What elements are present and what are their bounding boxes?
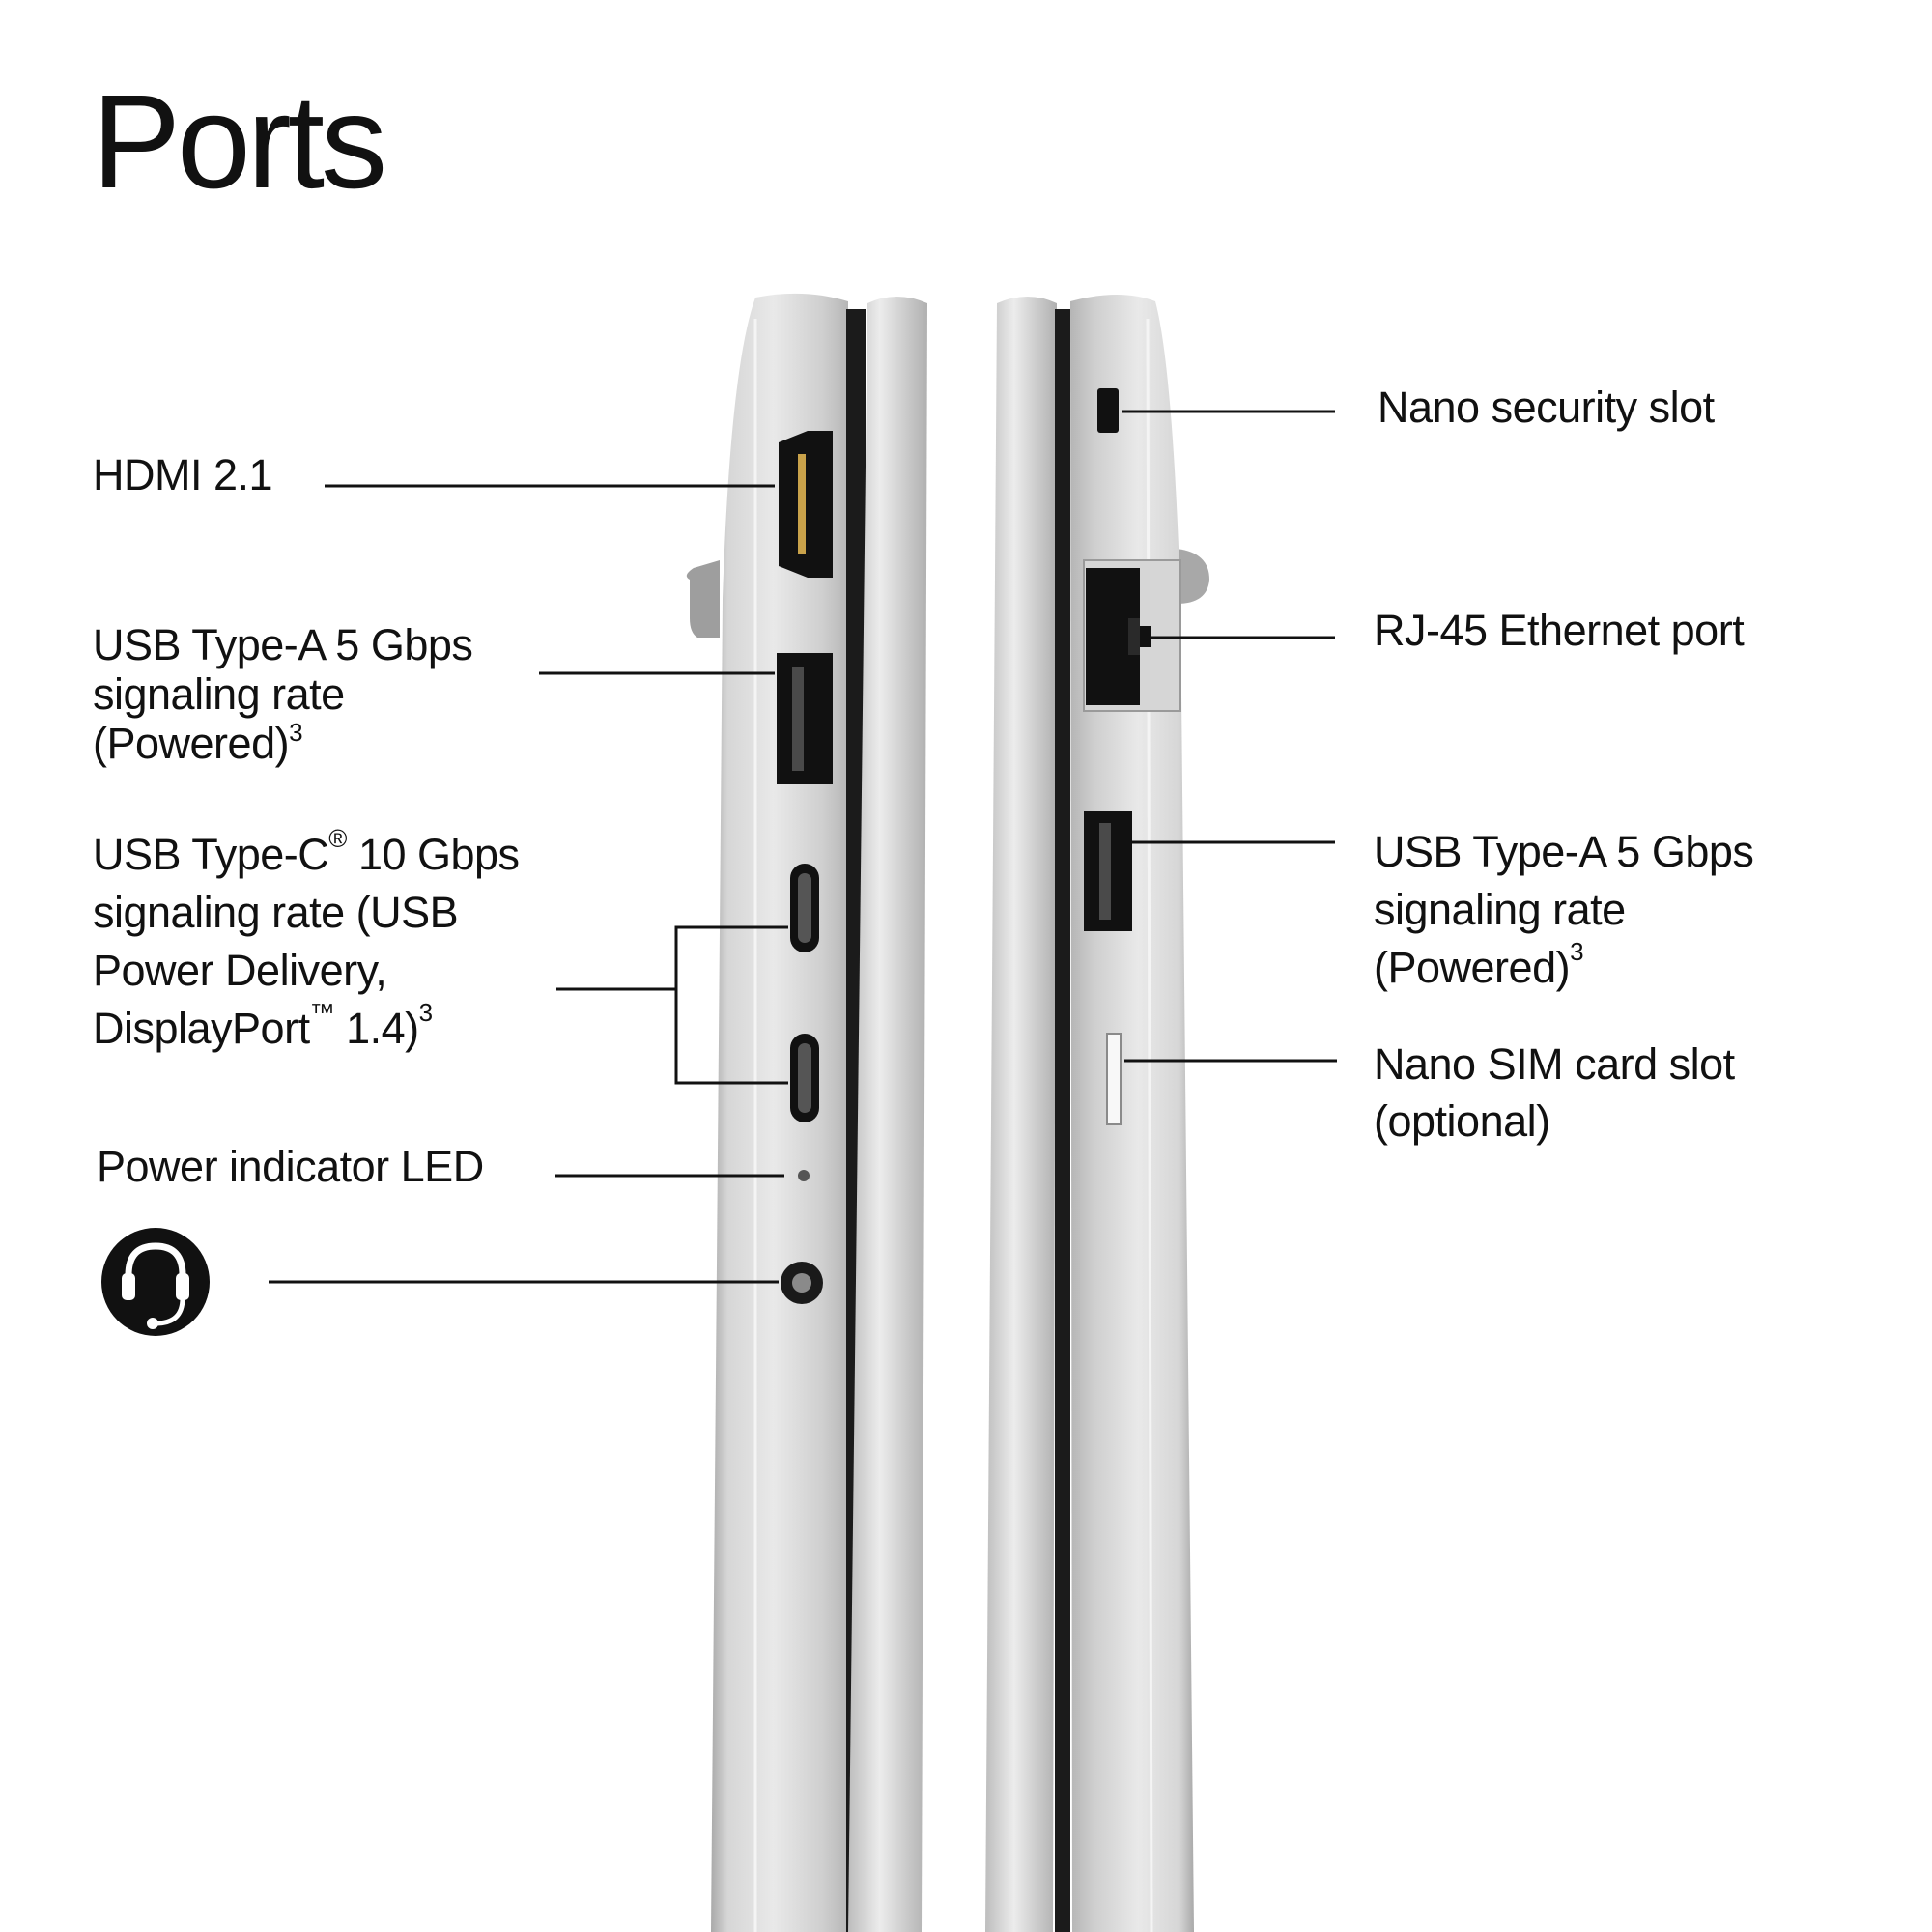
headset-icon [101, 1228, 210, 1336]
right-gap [1055, 309, 1070, 1932]
left-usb-a-port-icon [777, 653, 833, 784]
right-hinge-foot [1177, 549, 1209, 604]
usb-c-version: 1.4) [334, 1003, 419, 1053]
ethernet-port-icon [1083, 559, 1181, 712]
right-usb-a-label-line-3: (Powered) [1374, 942, 1571, 992]
usb-c-speed: 10 Gbps [346, 830, 520, 879]
power-led-label: Power indicator LED [97, 1142, 484, 1192]
left-usb-a-label-line-2: signaling rate [93, 668, 345, 719]
trademark-mark: ™ [309, 997, 335, 1027]
footnote-marker: 3 [1570, 936, 1584, 966]
hdmi-port-icon [779, 431, 833, 578]
page-title: Ports [92, 68, 387, 216]
sim-slot-label: Nano SIM card slot (optional) [1374, 1037, 1735, 1150]
hdmi-label-text: HDMI 2.1 [93, 450, 273, 499]
usb-c-label-line-2: signaling rate (USB [93, 887, 459, 937]
usb-c-bracket [674, 925, 788, 1085]
left-usb-a-label: USB Type-A 5 Gbps signaling rate (Powere… [93, 620, 473, 769]
security-slot-label-text: Nano security slot [1378, 383, 1715, 432]
usb-c-port-2-tongue [798, 1043, 811, 1113]
hdmi-label: HDMI 2.1 [93, 450, 273, 500]
ethernet-label-text: RJ-45 Ethernet port [1374, 606, 1745, 655]
right-lid [985, 297, 1057, 1932]
usb-c-label-line-4: DisplayPort [93, 1003, 310, 1053]
sim-slot-label-line-2: (optional) [1374, 1095, 1550, 1146]
usb-c-label: USB Type-C® 10 Gbps signaling rate (USB … [93, 826, 520, 1057]
right-laptop-side [985, 295, 1209, 1932]
right-base-body [1070, 295, 1194, 1932]
usb-c-label-line-3: Power Delivery, [93, 945, 387, 995]
power-led-label-text: Power indicator LED [97, 1142, 484, 1191]
right-usb-a-label: USB Type-A 5 Gbps signaling rate (Powere… [1374, 823, 1754, 997]
usb-c-label-line-1: USB Type-C [93, 830, 329, 879]
security-slot-label: Nano security slot [1378, 383, 1715, 433]
right-usb-a-label-line-2: signaling rate [1374, 884, 1626, 934]
footnote-marker: 3 [289, 717, 303, 747]
left-hinge-foot [686, 560, 720, 638]
registered-mark: ® [328, 824, 347, 853]
ethernet-label: RJ-45 Ethernet port [1374, 606, 1745, 656]
right-usb-a-label-line-1: USB Type-A 5 Gbps [1374, 827, 1754, 876]
left-usb-a-label-line-3: (Powered) [93, 718, 290, 768]
footnote-marker: 3 [418, 997, 433, 1027]
left-lid [848, 297, 927, 1932]
left-usb-a-label-line-1: USB Type-A 5 Gbps [93, 620, 473, 669]
power-led-icon [798, 1170, 810, 1181]
sim-slot-icon [1106, 1033, 1122, 1125]
security-slot-icon [1097, 388, 1119, 433]
sim-slot-label-line-1: Nano SIM card slot [1374, 1039, 1735, 1089]
usb-c-port-1-tongue [798, 873, 811, 943]
right-usb-a-port-icon [1084, 811, 1132, 931]
